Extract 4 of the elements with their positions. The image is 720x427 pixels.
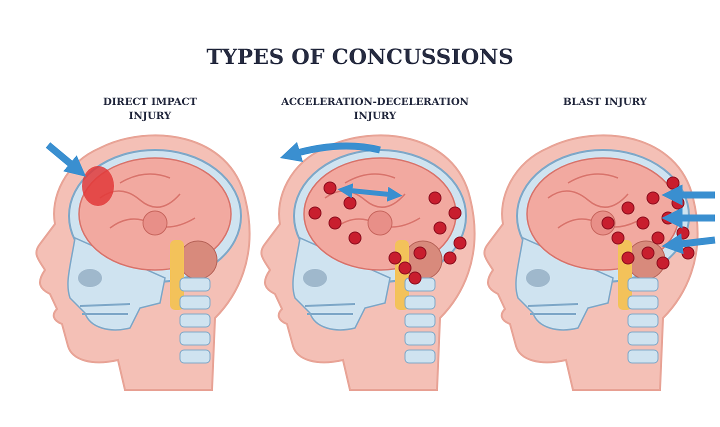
panel-heading: DIRECT IMPACT INJURY <box>102 96 198 124</box>
panel-heading: BLAST INJURY <box>562 96 648 110</box>
title: TYPES OF CONCUSSIONS <box>206 44 514 69</box>
panel-heading: ACCELERATION-DECELERATION INJURY <box>280 96 470 124</box>
